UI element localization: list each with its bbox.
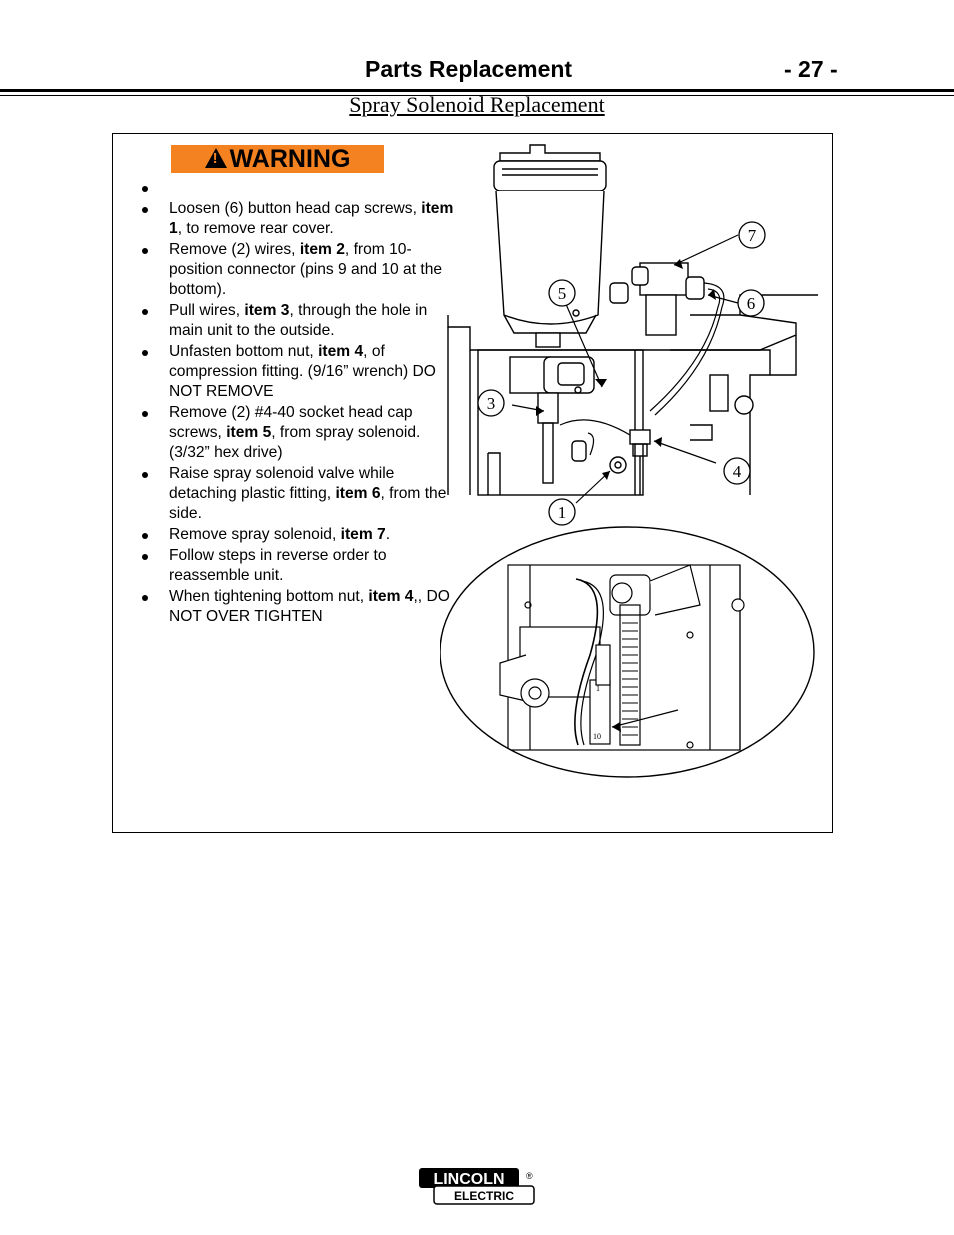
item-reference: item 2	[299, 240, 345, 258]
step-text: , from 10-position connector (pins 9 and…	[169, 240, 443, 299]
step-item: Unfasten bottom nut, item 4, of compress…	[139, 342, 459, 403]
callout-5: 5	[558, 284, 567, 303]
spray-solenoid-diagram: 5 7 6 3 4 1 2	[440, 144, 818, 778]
step-text: , of compression fitting. (9/16” wrench)…	[169, 342, 436, 401]
callout-1: 1	[558, 503, 567, 522]
callout-2-leader	[611, 709, 679, 728]
step-text: Remove (2) #4-40 socket head cap screws,	[169, 403, 413, 441]
item-reference: item 7	[340, 525, 386, 543]
header-title: Parts Replacement	[365, 56, 573, 82]
step-text: ,, DO NOT OVER TIGHTEN	[169, 587, 450, 625]
step-text: .	[385, 525, 391, 543]
warning-badge: WARNING	[171, 145, 384, 173]
callout-arrowheads	[536, 259, 716, 480]
callout-leaders	[511, 234, 739, 504]
step-text: When tightening bottom nut,	[169, 587, 369, 605]
detail-ellipse	[440, 526, 815, 778]
step-text: , from spray solenoid. (3/32” hex drive)	[169, 423, 421, 462]
section-title: Spray Solenoid Replacement	[0, 92, 954, 118]
connector-pin-1: 1	[596, 684, 600, 693]
step-item: Remove (2) wires, item 2, from 10-positi…	[139, 240, 459, 301]
step-text: Loosen (6) button head cap screws,	[169, 199, 422, 217]
step-item: Remove spray solenoid, item 7.	[139, 525, 459, 545]
step-text: Remove spray solenoid,	[169, 525, 341, 543]
instruction-panel: WARNING Loosen (6) button head cap screw…	[112, 133, 833, 833]
step-text: Raise spray solenoid valve while detachi…	[169, 464, 395, 503]
step-text: Follow steps in reverse order to reassem…	[169, 546, 387, 584]
item-reference: item 4	[368, 587, 414, 605]
callout-2-arrowhead	[612, 722, 621, 732]
header-rule	[0, 89, 954, 92]
step-text: Pull wires,	[169, 301, 245, 319]
page-number: - 27 -	[784, 56, 838, 82]
step-item: Pull wires, item 3, through the hole in …	[139, 301, 459, 341]
lincoln-electric-logo: LINCOLN ® ELECTRIC	[419, 1168, 535, 1205]
connector-detail-drawing	[499, 564, 745, 751]
logo-brand: LINCOLN	[433, 1171, 504, 1188]
upper-assembly-drawing	[447, 144, 818, 496]
step-item: When tightening bottom nut, item 4,, DO …	[139, 587, 459, 627]
section-title-text: Spray Solenoid Replacement	[349, 92, 605, 117]
item-reference: item 5	[226, 423, 272, 441]
step-text: , to remove rear cover.	[177, 219, 334, 237]
callout-6: 6	[747, 294, 756, 313]
callout-3: 3	[487, 394, 496, 413]
header-rule-thin	[0, 95, 954, 96]
connector-pin-10: 10	[593, 732, 601, 741]
warning-label: WARNING	[229, 144, 351, 173]
item-reference: item 3	[244, 301, 290, 319]
step-text: Remove (2) wires,	[169, 240, 300, 258]
step-item: Remove (2) #4-40 socket head cap screws,…	[139, 403, 459, 464]
item-reference: item 4	[318, 342, 364, 360]
logo-sub: ELECTRIC	[454, 1189, 514, 1203]
step-text: Unfasten bottom nut,	[169, 342, 319, 360]
logo-registered: ®	[526, 1171, 533, 1181]
step-text: , through the hole in main unit to the o…	[169, 301, 428, 339]
callout-7: 7	[748, 226, 757, 245]
item-reference: item 6	[335, 485, 381, 503]
page-header: Parts Replacement - 27 -	[0, 56, 954, 86]
callout-4: 4	[733, 462, 742, 481]
item-reference: item 1	[169, 199, 454, 237]
step-text: , from the side.	[169, 485, 447, 523]
step-item: Raise spray solenoid valve while detachi…	[139, 464, 459, 525]
step-item	[139, 178, 459, 198]
step-item: Follow steps in reverse order to reassem…	[139, 546, 459, 586]
step-item: Loosen (6) button head cap screws, item …	[139, 199, 459, 239]
warning-triangle-icon	[204, 148, 227, 168]
step-list: Loosen (6) button head cap screws, item …	[139, 178, 459, 627]
